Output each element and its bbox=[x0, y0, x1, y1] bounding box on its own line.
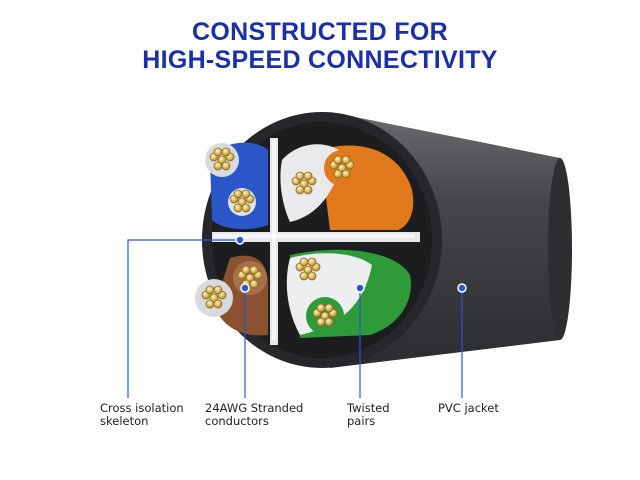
page-title: CONSTRUCTED FOR HIGH-SPEED CONNECTIVITY bbox=[0, 18, 640, 74]
label-cross-isolation-skeleton: Cross isolation skeleton bbox=[100, 402, 184, 428]
label-stranded-conductors: 24AWG Stranded conductors bbox=[205, 402, 303, 428]
callout-line-skeleton bbox=[127, 239, 240, 398]
callout-dot-conductors bbox=[240, 283, 250, 293]
title-line-2: HIGH-SPEED CONNECTIVITY bbox=[142, 46, 498, 74]
label-line: Twisted bbox=[347, 401, 390, 415]
callouts bbox=[127, 239, 463, 398]
title-line-1: CONSTRUCTED FOR bbox=[192, 18, 448, 46]
callout-dot-jacket bbox=[457, 283, 467, 293]
conductor bbox=[237, 265, 263, 289]
label-twisted-pairs: Twisted pairs bbox=[347, 402, 390, 428]
label-line: Cross isolation bbox=[100, 401, 184, 415]
cross-isolation-skeleton bbox=[212, 138, 420, 345]
label-line: PVC jacket bbox=[438, 401, 499, 415]
conductor bbox=[312, 303, 338, 327]
conductor bbox=[291, 171, 317, 195]
label-line: conductors bbox=[205, 414, 269, 428]
conductor bbox=[201, 285, 227, 309]
label-line: pairs bbox=[347, 414, 376, 428]
callout-dot-twisted-pairs bbox=[355, 283, 365, 293]
conductor bbox=[209, 147, 235, 171]
label-pvc-jacket: PVC jacket bbox=[438, 402, 499, 415]
conductor bbox=[329, 155, 355, 179]
callout-dot-skeleton bbox=[235, 235, 245, 245]
label-line: skeleton bbox=[100, 414, 149, 428]
label-line: 24AWG Stranded bbox=[205, 401, 304, 415]
copper-conductors bbox=[201, 147, 355, 327]
conductor bbox=[229, 189, 255, 213]
conductor bbox=[295, 257, 321, 281]
